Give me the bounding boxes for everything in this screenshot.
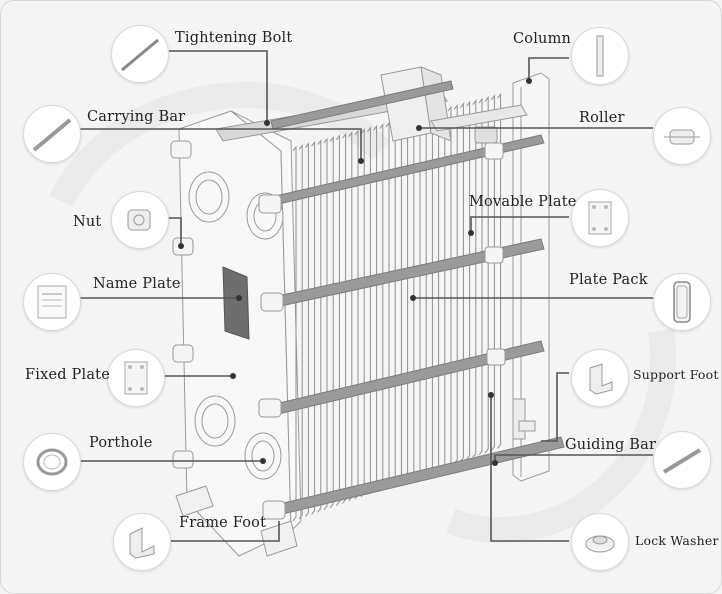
column-icon [596, 35, 604, 77]
plate-pack-plate [348, 131, 353, 502]
plate-pack-plate [472, 99, 477, 458]
plate-pack-plate [311, 140, 316, 515]
leader-lines [79, 50, 653, 542]
leader-dots [178, 78, 532, 466]
label-nut: Nut [73, 214, 102, 230]
plate-pack-plate [298, 143, 303, 520]
label-roller: Roller [579, 110, 625, 126]
plate-pack-plate [484, 95, 489, 454]
frame-foot-thumbnail [113, 513, 171, 571]
label-column: Column [513, 31, 572, 47]
tightening-bolt-thumbnail [111, 25, 169, 83]
carrying-bar-thumbnail [23, 105, 81, 163]
movable-plate-thumbnail [571, 189, 629, 247]
label-support-foot: Support Foot [633, 367, 719, 382]
plate-pack-plate [497, 92, 502, 449]
plate-pack-plate [329, 135, 334, 509]
bar-icon [662, 448, 702, 474]
label-porthole: Porthole [89, 435, 153, 451]
rod-icon [121, 38, 159, 72]
plate-pack-plate [317, 139, 322, 513]
plate-pack-thumbnail [653, 273, 711, 331]
plate-pack-plate [478, 97, 483, 456]
label-guiding-bar: Guiding Bar [565, 437, 657, 453]
name-plate-thumbnail [23, 273, 81, 331]
guiding-bar-thumbnail [653, 431, 711, 489]
watermark [49, 82, 677, 543]
bar-icon [32, 118, 72, 152]
label-carrying-bar: Carrying Bar [87, 109, 186, 125]
ring-icon [36, 448, 68, 476]
label-tightening-bolt: Tightening Bolt [175, 30, 293, 46]
nameplate-icon [37, 285, 67, 319]
roller-icon [664, 129, 700, 145]
plate-icon [124, 361, 148, 395]
roller-thumbnail [653, 107, 711, 165]
label-name-plate: Name Plate [93, 276, 181, 292]
lock-washer-thumbnail [571, 513, 629, 571]
name-plate-part [222, 266, 250, 340]
plate-pack-plate [304, 142, 309, 517]
support-foot-part [512, 398, 536, 440]
label-lock-washer: Lock Washer [635, 533, 719, 548]
plate-icon [588, 201, 612, 235]
nuts [170, 140, 506, 520]
plate-pack-plate [459, 102, 464, 462]
bracket-icon [589, 363, 613, 395]
fixed-plate-thumbnail [107, 349, 165, 407]
support-foot-thumbnail [571, 349, 629, 407]
washer-icon [585, 535, 615, 553]
plate-pack-plate [354, 129, 359, 500]
roller-part [430, 104, 528, 144]
plate-pack-plate [466, 100, 471, 460]
label-fixed-plate: Fixed Plate [25, 367, 110, 383]
label-frame-foot: Frame Foot [179, 515, 267, 531]
bracket-icon [129, 527, 155, 559]
label-plate-pack: Plate Pack [569, 272, 648, 288]
gasket-plate-icon [673, 281, 691, 323]
plate-pack-plate [292, 145, 297, 522]
porthole-thumbnail [23, 433, 81, 491]
plate-pack-plate [323, 137, 328, 511]
plate-pack-plate [335, 134, 340, 506]
plate-pack-plate [342, 132, 347, 504]
label-movable-plate: Movable Plate [469, 194, 577, 210]
column-thumbnail [571, 27, 629, 85]
plate-pack-plate [490, 94, 495, 451]
nut-icon [127, 209, 151, 231]
nut-thumbnail [111, 191, 169, 249]
